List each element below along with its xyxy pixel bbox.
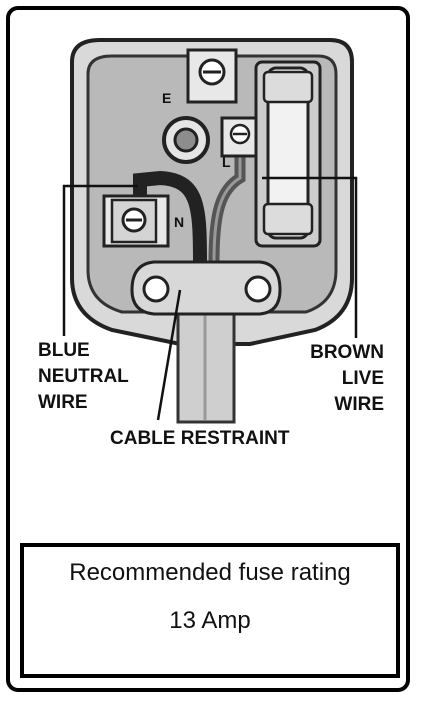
live-terminal-label: L — [222, 154, 231, 170]
cable-restraint-label: CABLE RESTRAINT — [110, 428, 290, 449]
cable-restraint-leader-line — [156, 289, 182, 421]
cable-restraint — [130, 260, 282, 316]
fuse-cartridge — [266, 66, 310, 240]
fuse-rating-box: Recommended fuse rating 13 Amp — [20, 543, 400, 678]
neutral-wire — [133, 170, 207, 263]
fuse-rating-value: 13 Amp — [169, 607, 251, 634]
live-leader-line — [262, 176, 358, 338]
blue-neutral-wire-label: BLUE NEUTRAL WIRE — [38, 340, 129, 413]
fuse-rating-title: Recommended fuse rating — [69, 559, 351, 586]
neutral-terminal-label: N — [174, 214, 185, 230]
neutral-leader-line — [62, 184, 138, 336]
brown-live-wire-label: BROWN LIVE WIRE — [310, 342, 384, 415]
earth-terminal-label: E — [162, 90, 172, 106]
